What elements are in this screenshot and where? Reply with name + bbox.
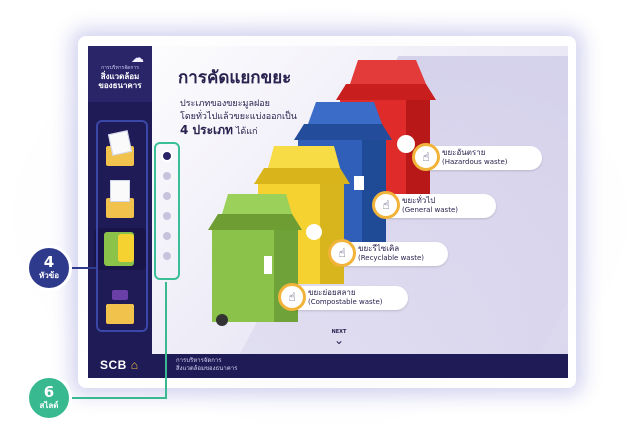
box-icon	[106, 198, 134, 218]
footer-text: การบริหารจัดการ สิ่งแวดล้อมของธนาคาร	[176, 357, 237, 373]
label-en: (General waste)	[402, 206, 458, 214]
footer-line-1: การบริหารจัดการ	[176, 357, 222, 364]
slides-word: สไลด์	[39, 401, 59, 410]
slides-number: 6	[43, 383, 55, 401]
next-label: NEXT	[331, 329, 347, 335]
footer-bar: SCB ⌂ การบริหารจัดการ สิ่งแวดล้อมของธนาค…	[88, 354, 568, 378]
document-icon	[110, 180, 130, 202]
footer-line-2: สิ่งแวดล้อมของธนาคาร	[176, 365, 238, 372]
count-bold: 4 ประเภท	[180, 123, 233, 137]
yellow-bin-icon	[118, 234, 134, 262]
label-th: ขยะอันตราย	[442, 148, 486, 157]
tap-hand-icon: ☝	[372, 191, 400, 219]
slide-screen: ☁ การบริหารจัดการ สิ่งแวดล้อม ของธนาคาร	[88, 46, 568, 378]
label-en: (Compostable waste)	[308, 298, 383, 306]
count-suffix: ได้แก่	[235, 127, 258, 137]
scb-mark-icon: ⌂	[130, 358, 139, 372]
label-general[interactable]: ☝ ขยะทั่วไป (General waste)	[372, 191, 496, 219]
label-en: (Hazardous waste)	[442, 158, 508, 166]
cloud-icon: ☁	[131, 51, 144, 66]
slides-highlight	[154, 142, 180, 280]
subtitle-line-2: โดยทั่วไปแล้วขยะแบ่งออกเป็น	[180, 112, 297, 122]
brand-text: SCB	[100, 358, 127, 372]
sidebar: ☁ การบริหารจัดการ สิ่งแวดล้อม ของธนาคาร	[88, 46, 152, 378]
topic-thumbnails	[94, 122, 146, 336]
label-hazardous[interactable]: ☝ ขยะอันตราย (Hazardous waste)	[412, 143, 542, 171]
slide-dot-2[interactable]	[163, 172, 171, 180]
tap-hand-icon: ☝	[278, 283, 306, 311]
label-th: ขยะทั่วไป	[402, 196, 436, 205]
box-icon	[106, 304, 134, 324]
slide-subtitle: ประเภทของขยะมูลฝอย โดยทั่วไปแล้วขยะแบ่งอ…	[180, 98, 297, 139]
slide-pagination	[160, 146, 174, 266]
label-recyclable[interactable]: ☝ ขยะรีไซเคิล (Recyclable waste)	[328, 239, 448, 267]
topic-thumb-2[interactable]	[102, 178, 138, 220]
subtitle-line-1: ประเภทของขยะมูลฝอย	[180, 99, 270, 109]
slide-dot-1[interactable]	[163, 152, 171, 160]
label-compostable[interactable]: ☝ ขยะย่อยสลาย (Compostable waste)	[278, 283, 408, 311]
tap-hand-icon: ☝	[412, 143, 440, 171]
slides-count-badge: 6 สไลด์	[26, 375, 72, 421]
scb-logo: SCB ⌂	[100, 358, 138, 372]
slide-dot-5[interactable]	[163, 232, 171, 240]
slide-dot-3[interactable]	[163, 192, 171, 200]
subtitle-line-3: 4 ประเภท ได้แก่	[180, 124, 297, 139]
topic-thumb-1[interactable]	[102, 126, 138, 168]
logo-small-text: การบริหารจัดการ	[101, 65, 139, 71]
topics-highlight	[96, 120, 148, 332]
topic-thumb-4[interactable]	[102, 284, 138, 326]
slides-connector	[70, 282, 167, 399]
label-th: ขยะย่อยสลาย	[308, 288, 356, 297]
course-logo: ☁ การบริหารจัดการ สิ่งแวดล้อม ของธนาคาร	[88, 46, 152, 102]
slide-dot-6[interactable]	[163, 252, 171, 260]
logo-line2: ของธนาคาร	[98, 81, 142, 90]
logo-line1: สิ่งแวดล้อม	[100, 72, 140, 81]
compostable-bin-icon	[208, 194, 302, 326]
waste-bins-illustration	[208, 60, 436, 326]
slide-dot-4[interactable]	[163, 212, 171, 220]
topics-word: หัวข้อ	[38, 271, 60, 280]
topic-thumb-3-active[interactable]	[94, 228, 146, 270]
topics-count-badge: 4 หัวข้อ	[26, 245, 72, 291]
card-icon	[112, 290, 128, 300]
topics-number: 4	[43, 253, 55, 271]
next-button[interactable]: NEXT ⌄	[324, 329, 354, 347]
slide-title: การคัดแยกขยะ	[178, 68, 292, 88]
tap-hand-icon: ☝	[328, 239, 356, 267]
label-en: (Recyclable waste)	[358, 254, 425, 262]
label-th: ขยะรีไซเคิล	[358, 244, 400, 253]
chevron-down-icon: ⌄	[333, 333, 345, 347]
